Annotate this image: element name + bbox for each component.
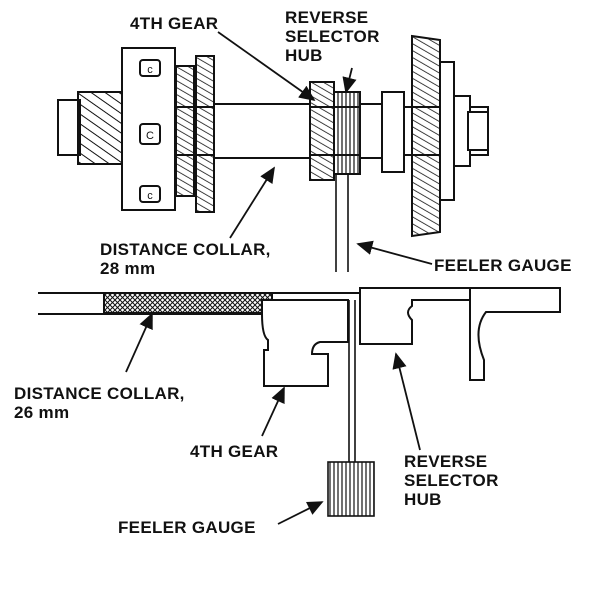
- arrow-fourth-gear-section: [261, 386, 285, 437]
- shaft-left-bearing: [77, 91, 129, 165]
- fourth-gear-section: [261, 299, 349, 387]
- large-right-gear: [411, 34, 441, 238]
- arrow-feeler-gauge-top: [356, 240, 433, 265]
- feeler-gauge-top: [335, 174, 349, 272]
- label-distance-collar-section: DISTANCE COLLAR, 26 mm: [14, 384, 185, 422]
- label-fourth-gear-section: 4TH GEAR: [190, 442, 279, 461]
- arrow-distance-collar-top: [229, 166, 275, 239]
- arrow-distance-collar-section: [125, 312, 153, 373]
- svg-text:c: c: [147, 190, 153, 202]
- section-view: [38, 287, 561, 387]
- label-feeler-gauge-section: FEELER GAUGE: [118, 518, 256, 537]
- gear-2: [195, 55, 215, 213]
- feeler-gauge-section: [327, 300, 375, 517]
- shaft-left-end: [57, 99, 81, 156]
- arrow-reverse-hub-section: [392, 352, 421, 451]
- fourth-gear-top: [309, 81, 335, 181]
- svg-text:c: c: [147, 64, 153, 76]
- label-reverse-selector-hub-section: REVERSE SELECTOR HUB: [404, 452, 499, 509]
- feeler-gauge-handle: [327, 461, 375, 517]
- shaft-assembly: c C c: [57, 34, 489, 238]
- label-fourth-gear-top: 4TH GEAR: [130, 14, 219, 33]
- housing-section: [469, 287, 561, 381]
- arrow-feeler-gauge-section: [277, 501, 324, 525]
- reverse-selector-hub-section: [359, 287, 471, 345]
- distance-collar-top: [213, 103, 311, 159]
- arrow-reverse-hub-top: [342, 67, 357, 94]
- leader-arrows: [125, 31, 433, 525]
- label-distance-collar-top: DISTANCE COLLAR, 28 mm: [100, 240, 271, 278]
- svg-text:C: C: [146, 130, 154, 142]
- label-reverse-selector-hub-top: REVERSE SELECTOR HUB: [285, 8, 380, 65]
- gear-1: [175, 65, 195, 197]
- label-feeler-gauge-top: FEELER GAUGE: [434, 256, 572, 275]
- distance-collar-section: [103, 292, 273, 314]
- arrow-fourth-gear-top: [217, 31, 316, 102]
- reverse-selector-hub-top: [333, 91, 361, 175]
